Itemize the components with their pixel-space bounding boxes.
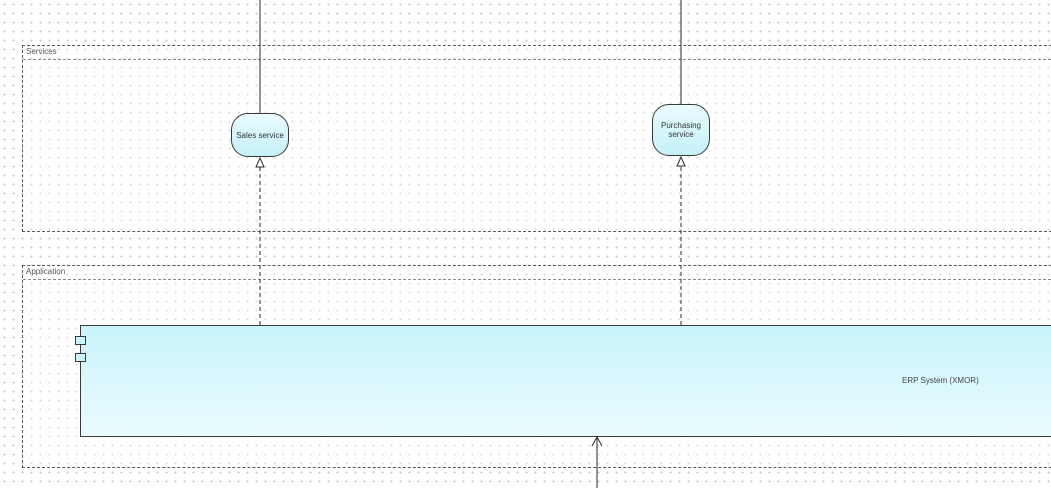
component-tab-icon [75,336,86,345]
realization-arrowhead-icon [676,155,686,167]
purchasing-service-node[interactable]: Purchasing service [652,104,710,156]
services-group[interactable]: Services [22,45,1051,232]
component-tab-icon [75,353,86,362]
services-group-label: Services [26,47,57,56]
sales-service-label: Sales service [236,130,284,140]
application-group-header [23,266,1051,280]
application-group-label: Application [26,267,66,276]
services-group-header [23,46,1051,60]
open-arrowhead-icon [591,435,603,447]
sales-service-node[interactable]: Sales service [231,113,289,157]
erp-system-component[interactable]: ERP System (XMOR) [80,325,1051,437]
realization-arrowhead-icon [255,156,265,168]
erp-system-label: ERP System (XMOR) [902,376,979,385]
purchasing-service-label: Purchasing service [660,121,702,139]
